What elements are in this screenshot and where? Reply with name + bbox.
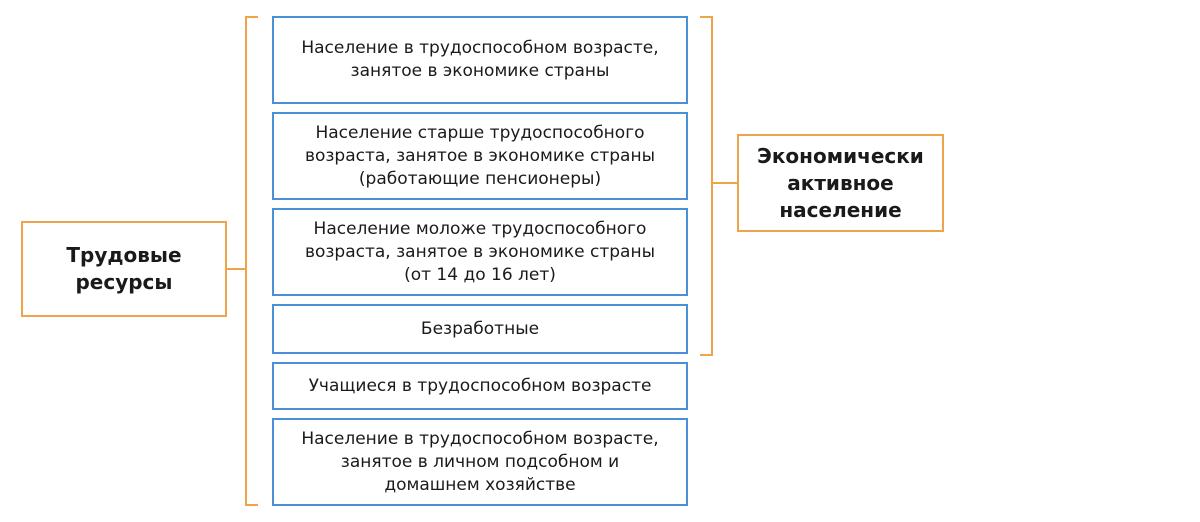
category-box-students: Учащиеся в трудоспособном возрасте — [272, 362, 688, 410]
left-bracket — [245, 16, 258, 506]
category-label: Учащиеся в трудоспособном возрасте — [308, 375, 652, 396]
right-bracket — [700, 16, 713, 356]
category-label: Население старше трудоспособного возраст… — [304, 122, 656, 189]
category-label: Безработные — [420, 318, 540, 339]
category-box-household: Население в трудоспособном возрасте, зан… — [272, 418, 688, 506]
category-box-youth: Население моложе трудоспособного возраст… — [272, 208, 688, 296]
category-box-pensioners: Население старше трудоспособного возраст… — [272, 112, 688, 200]
category-label: Население моложе трудоспособного возраст… — [304, 218, 656, 285]
economically-active-label: Экономически активное население — [757, 143, 924, 222]
category-box-working-age-employed: Население в трудоспособном возрасте, зан… — [272, 16, 688, 104]
economically-active-box: Экономически активное население — [737, 134, 944, 232]
category-label: Население в трудоспособном возрасте, зан… — [301, 428, 659, 495]
labor-resources-label: Трудовые ресурсы — [66, 243, 182, 294]
category-label: Население в трудоспособном возрасте, зан… — [301, 38, 659, 81]
labor-resources-box: Трудовые ресурсы — [21, 221, 227, 317]
category-box-unemployed: Безработные — [272, 304, 688, 354]
